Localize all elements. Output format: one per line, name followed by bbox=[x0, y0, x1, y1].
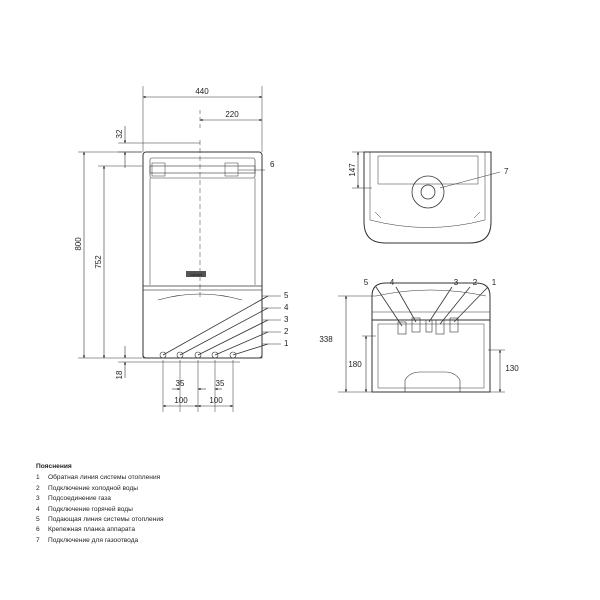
legend-item: 6 Крепежная планка аппарата bbox=[36, 525, 164, 535]
side-view-labels: 338 180 130 5 4 3 2 1 bbox=[319, 278, 519, 373]
callout-3: 3 bbox=[284, 315, 289, 324]
bottom-offset-label: 18 bbox=[115, 370, 124, 379]
callout-5: 5 bbox=[284, 291, 289, 300]
legend-item: 2 Подключение холодной воды bbox=[36, 484, 164, 494]
span-left-label: 100 bbox=[174, 396, 188, 405]
callout-4: 4 bbox=[284, 303, 289, 312]
span-right-label: 100 bbox=[209, 396, 223, 405]
top-view-labels: 147 7 bbox=[348, 163, 509, 177]
legend-item-number: 6 bbox=[36, 526, 40, 534]
front-view-labels: 440 220 32 800 752 18 35 35 100 100 Vail… bbox=[74, 87, 289, 405]
legend-item-text: Подключение холодной воды bbox=[48, 484, 139, 492]
body-height-label: 752 bbox=[94, 255, 103, 269]
side-height-right-label: 130 bbox=[505, 364, 519, 373]
callout-6: 6 bbox=[270, 160, 275, 169]
legend-item-text: Подсоединение газа bbox=[48, 495, 111, 503]
legend-item-text: Подающая линия системы отопления bbox=[48, 516, 164, 524]
flue-inner bbox=[420, 184, 436, 200]
side-depth-label: 338 bbox=[319, 335, 333, 344]
callout-7: 7 bbox=[504, 167, 509, 176]
mounting-bracket bbox=[149, 165, 256, 174]
boiler-side-body bbox=[371, 282, 491, 321]
legend-item: 4 Подключение горячей воды bbox=[36, 505, 164, 515]
top-offset-label: 32 bbox=[115, 129, 124, 138]
legend-item-text: Крепежная планка аппарата bbox=[48, 526, 135, 534]
side-callout-1: 1 bbox=[492, 278, 497, 287]
legend-item: 5 Подающая линия системы отопления bbox=[36, 515, 164, 525]
boiler-top-body bbox=[363, 151, 492, 244]
legend-item-number: 3 bbox=[36, 495, 40, 503]
side-callout-5: 5 bbox=[364, 278, 369, 287]
flue-outer bbox=[411, 175, 445, 209]
legend-item: 1 Обратная линия системы отопления bbox=[36, 473, 164, 483]
legend-item: 3 Подсоединение газа bbox=[36, 494, 164, 504]
legend-item: 7 Подключение для газоотвода bbox=[36, 536, 164, 546]
side-view bbox=[338, 282, 505, 393]
boiler-front-body bbox=[142, 151, 263, 359]
brand-label: Vaillant bbox=[190, 272, 204, 277]
legend-item-number: 4 bbox=[36, 505, 40, 513]
half-width-label: 220 bbox=[225, 110, 239, 119]
legend-title: Пояснения bbox=[36, 463, 72, 470]
callout-1: 1 bbox=[284, 339, 289, 348]
legend-item-text: Подключение горячей воды bbox=[48, 505, 133, 513]
top-depth-label: 147 bbox=[348, 163, 357, 177]
spacing-left-label: 35 bbox=[176, 379, 185, 388]
width-label: 440 bbox=[195, 87, 209, 96]
legend-item-number: 2 bbox=[36, 484, 40, 492]
side-callout-2: 2 bbox=[473, 278, 478, 287]
legend-item-text: Подключение для газоотвода bbox=[48, 536, 139, 544]
callout-2: 2 bbox=[284, 327, 289, 336]
spacing-right-label: 35 bbox=[216, 379, 225, 388]
total-height-label: 800 bbox=[74, 237, 83, 251]
legend-item-number: 5 bbox=[36, 516, 40, 524]
legend-item-number: 7 bbox=[36, 536, 40, 544]
side-callout-3: 3 bbox=[454, 278, 459, 287]
side-height-left-label: 180 bbox=[348, 360, 362, 369]
front-view bbox=[78, 86, 281, 412]
legend-item-number: 1 bbox=[36, 474, 40, 482]
top-view bbox=[352, 151, 501, 244]
legend-item-text: Обратная линия системы отопления bbox=[48, 474, 161, 482]
legend: Пояснения 1 Обратная линия системы отопле… bbox=[36, 462, 164, 546]
brand-plate bbox=[186, 271, 206, 277]
side-callout-4: 4 bbox=[390, 278, 395, 287]
